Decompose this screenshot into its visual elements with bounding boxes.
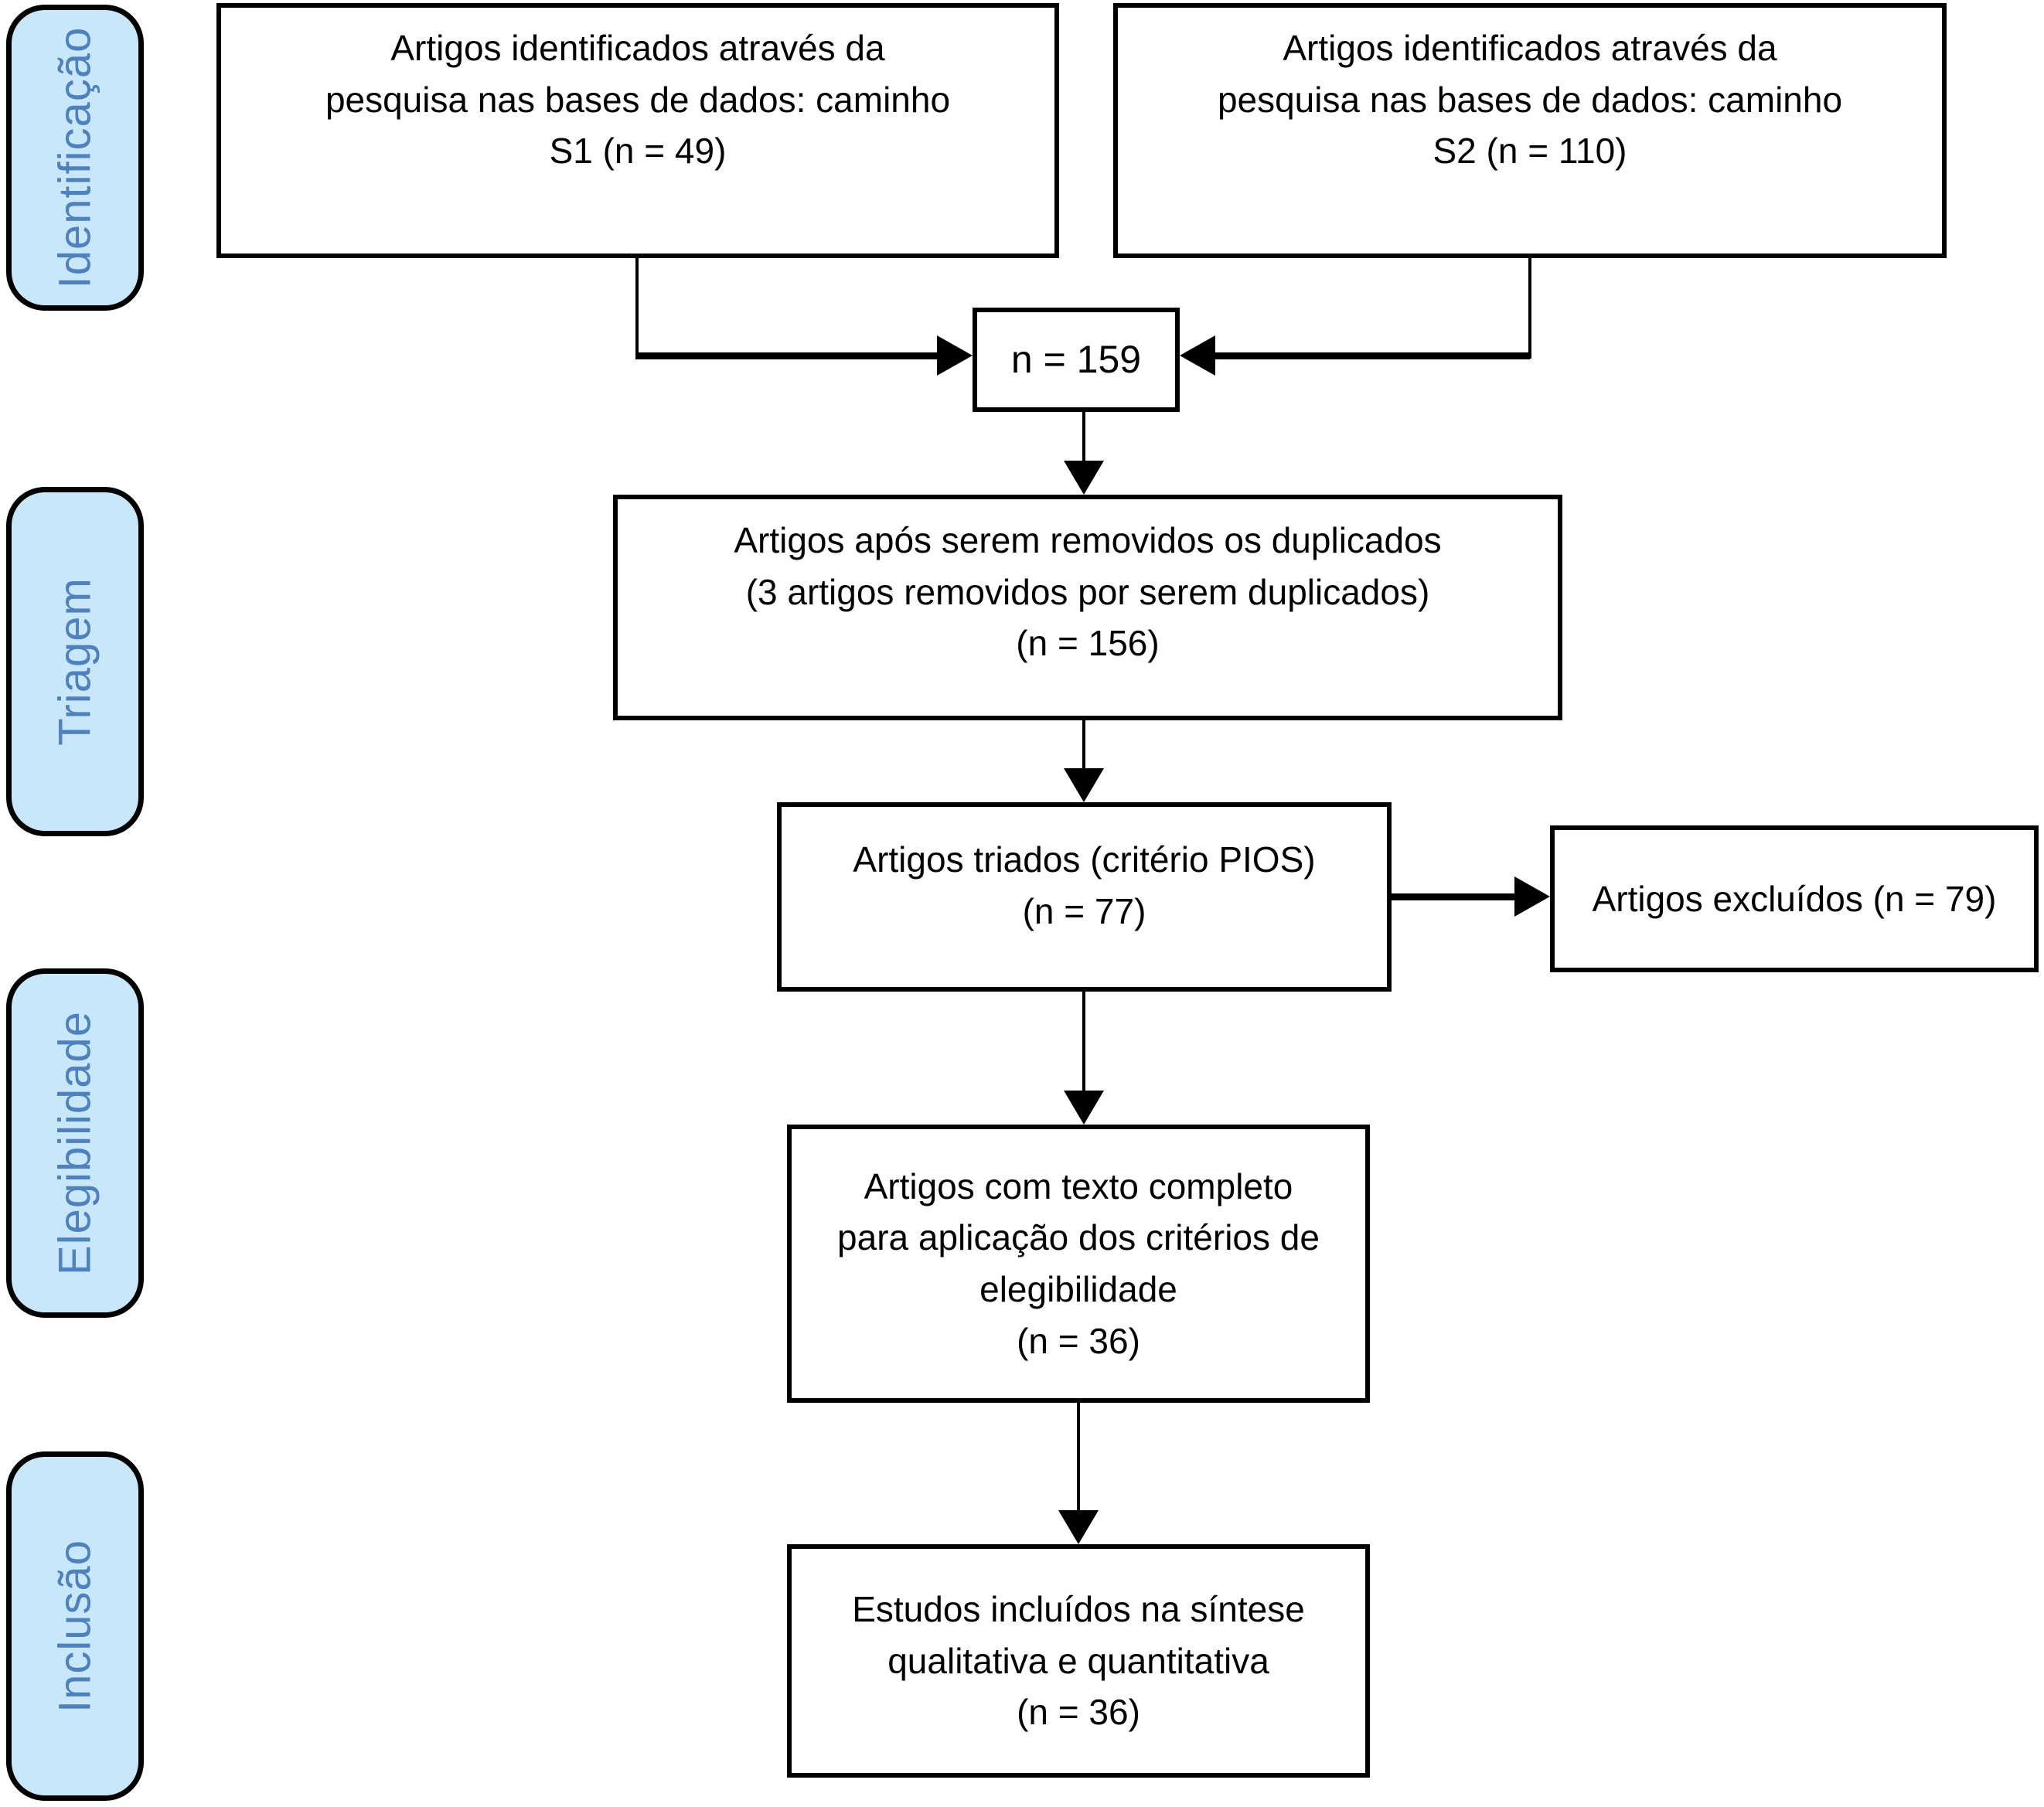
box-pooled-count-text: n = 159: [1010, 338, 1142, 382]
stage-elegibilidade: Elegibilidade: [6, 968, 144, 1318]
box-full-text: Artigos com texto completo para aplicaçã…: [787, 1125, 1370, 1403]
box-included-text: Estudos incluídos na síntese qualitativa…: [852, 1588, 1305, 1733]
box-full-text-text: Artigos com texto completo para aplicaçã…: [837, 1166, 1320, 1361]
arrowhead-dedup-to-screened-icon: [1064, 768, 1104, 802]
box-screened: Artigos triados (critério PIOS) (n = 77): [777, 802, 1392, 992]
arrowhead-screened-to-excluded-icon: [1514, 876, 1550, 917]
arrowhead-s2-to-pooled-icon: [1180, 335, 1215, 376]
stage-triagem-label: Triagem: [49, 577, 100, 746]
connector-pooled-to-dedup-line: [1082, 412, 1085, 466]
box-excluded: Artigos excluídos (n = 79): [1550, 825, 2039, 972]
arrowhead-screened-to-fulltext-icon: [1064, 1091, 1104, 1125]
arrowhead-pooled-to-dedup-icon: [1064, 461, 1104, 495]
connector-fulltext-to-included-line: [1077, 1403, 1080, 1513]
box-deduplicated-text: Artigos após serem removidos os duplicad…: [734, 519, 1442, 664]
box-screened-text: Artigos triados (critério PIOS) (n = 77): [853, 839, 1316, 931]
stage-triagem: Triagem: [6, 487, 144, 836]
box-deduplicated: Artigos após serem removidos os duplicad…: [613, 495, 1562, 720]
box-excluded-text: Artigos excluídos (n = 79): [1592, 878, 1997, 919]
connector-s1-horizontal-line: [635, 352, 939, 359]
stage-inclusao: Inclusão: [6, 1451, 144, 1801]
stage-identificacao-label: Identificação: [49, 26, 100, 289]
box-identified-s2-text: Artigos identificados através da pesquis…: [1217, 27, 1843, 172]
box-identified-s2: Artigos identificados através da pesquis…: [1113, 3, 1947, 258]
box-identified-s1-text: Artigos identificados através da pesquis…: [325, 27, 951, 172]
connector-s2-horizontal-line: [1215, 352, 1530, 359]
arrowhead-fulltext-to-included-icon: [1058, 1510, 1099, 1544]
stage-inclusao-label: Inclusão: [49, 1539, 100, 1713]
connector-s1-drop-line: [635, 258, 639, 359]
connector-s2-drop-line: [1528, 258, 1531, 359]
box-included: Estudos incluídos na síntese qualitativa…: [787, 1544, 1370, 1778]
connector-screened-to-excluded-line: [1392, 893, 1516, 900]
connector-screened-to-fulltext-line: [1082, 992, 1085, 1094]
arrowhead-s1-to-pooled-icon: [937, 335, 973, 376]
stage-identificacao: Identificação: [6, 5, 144, 311]
box-pooled-count: n = 159: [973, 308, 1180, 412]
stage-elegibilidade-label: Elegibilidade: [49, 1011, 100, 1275]
connector-dedup-to-screened-line: [1082, 720, 1085, 771]
box-identified-s1: Artigos identificados através da pesquis…: [216, 3, 1059, 258]
